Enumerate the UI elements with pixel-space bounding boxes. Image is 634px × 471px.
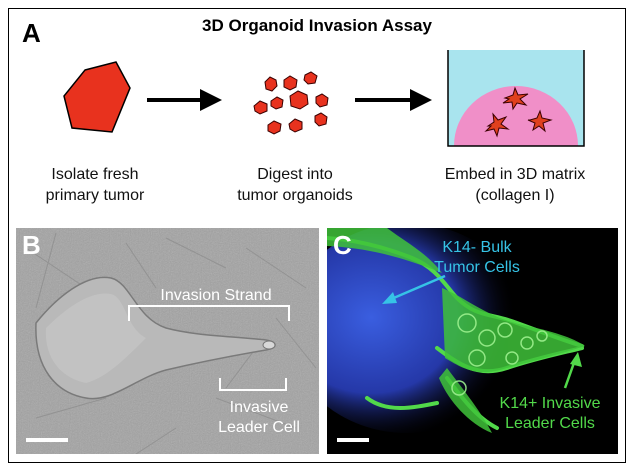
fluorescence-micrograph — [327, 228, 618, 454]
label-invasion-strand: Invasion Strand — [160, 287, 272, 304]
step-2-caption-text: Digest into tumor organoids — [237, 166, 353, 204]
label-invasive-leader-cell: Invasive Leader Cell — [218, 399, 300, 436]
invasion-strand-bracket — [128, 305, 290, 321]
panel-c-image: C K14- Bulk Tumor Cells K14+ Invasive Le… — [327, 228, 618, 454]
leader-arrow-icon — [563, 352, 582, 389]
scale-bar — [26, 438, 68, 442]
panel-b-letter: B — [22, 230, 41, 260]
label-invasive-leader-cells: K14+ Invasive Leader Cells — [499, 395, 601, 432]
panel-b-image: B Invasion Strand Invasive Leader Cell — [16, 228, 319, 454]
step-3-caption-text: Embed in 3D matrix (collagen I) — [444, 166, 586, 204]
right-arrow-icon — [355, 89, 432, 111]
panel-c-letter: C — [333, 230, 352, 260]
step-1-caption: Isolate fresh primary tumor — [20, 164, 170, 206]
scale-bar — [337, 438, 369, 442]
step-3-caption: Embed in 3D matrix (collagen I) — [420, 164, 610, 206]
figure-frame — [8, 8, 626, 463]
panel-a-letter: A — [22, 18, 41, 48]
right-arrow-icon — [147, 89, 222, 111]
step-2-caption: Digest into tumor organoids — [215, 164, 375, 206]
bulk-arrow-icon — [382, 274, 446, 304]
matrix-dish-icon — [447, 50, 585, 147]
tumor-icon — [63, 61, 131, 133]
leader-cell-bracket — [219, 378, 287, 391]
label-bulk-tumor-cells: K14- Bulk Tumor Cells — [434, 239, 520, 276]
brightfield-micrograph — [16, 228, 319, 454]
panel-a-diagram — [63, 50, 585, 147]
step-1-caption-text: Isolate fresh primary tumor — [45, 166, 145, 204]
organoids-icon — [253, 71, 329, 135]
panel-a-title: 3D Organoid Invasion Assay — [202, 16, 432, 35]
